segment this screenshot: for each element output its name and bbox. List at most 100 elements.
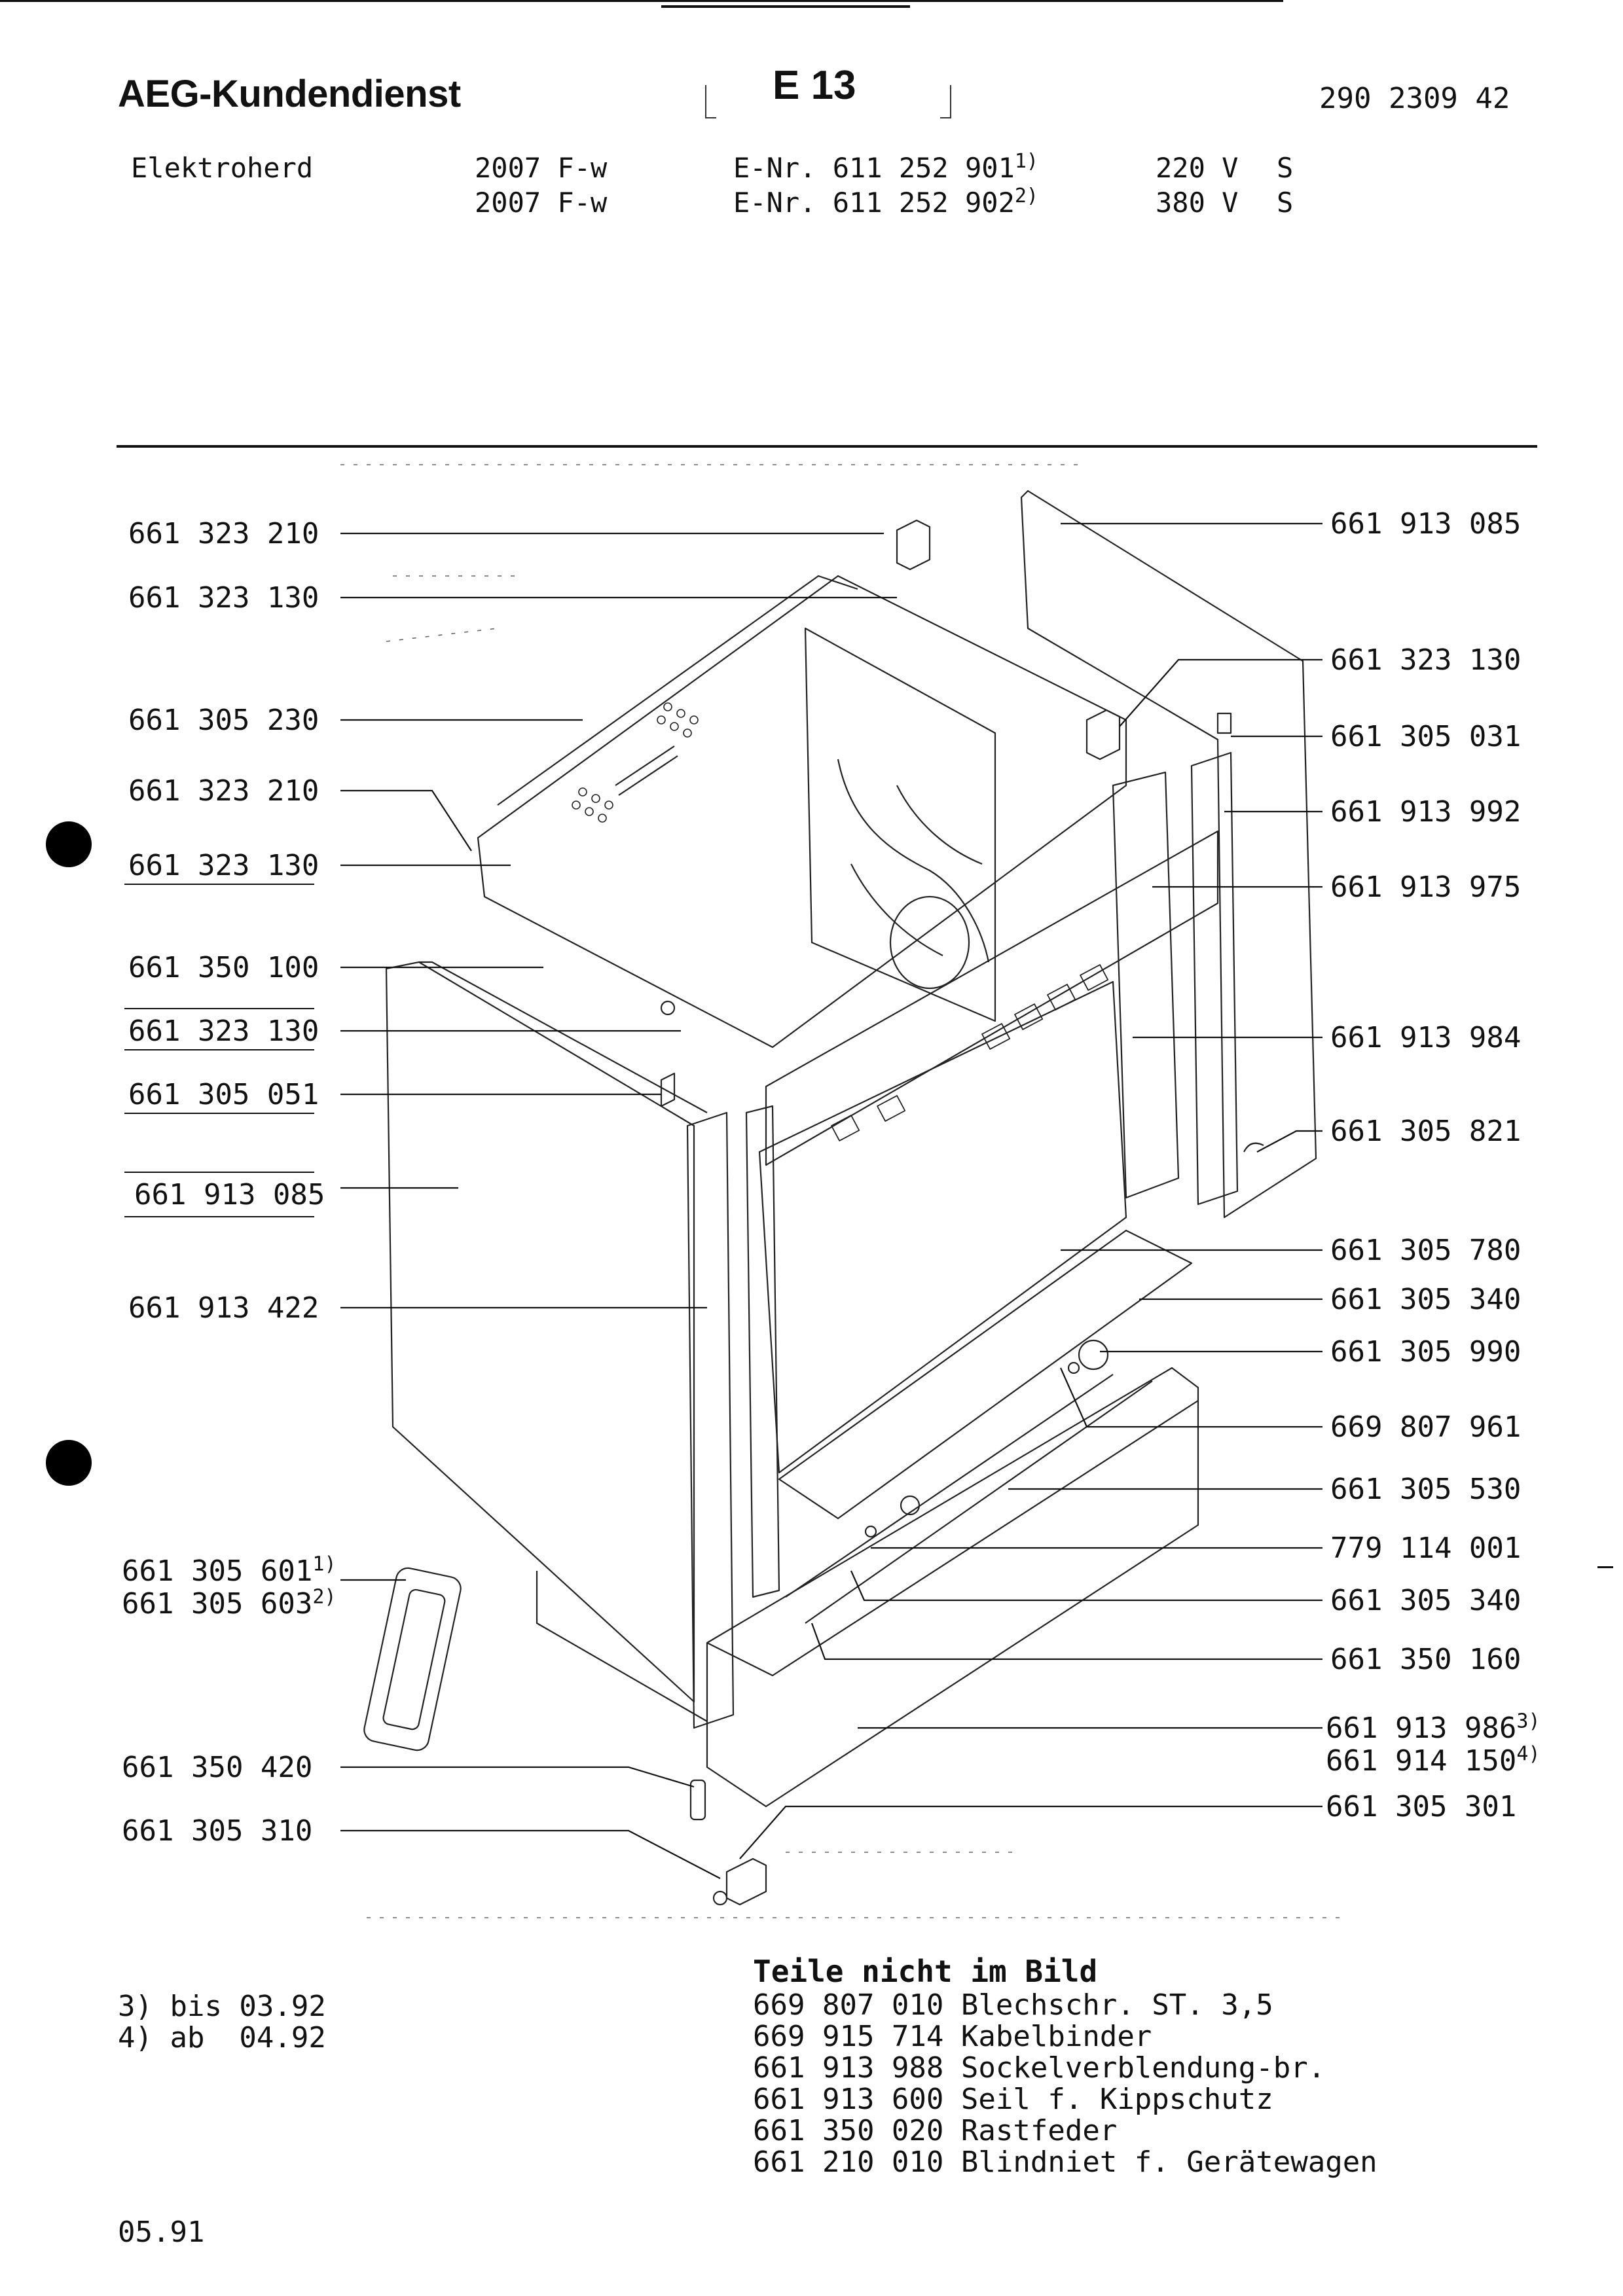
product-row-1-model: 2007 F-w xyxy=(475,152,608,184)
callout-left-12-note: 2) xyxy=(312,1585,337,1609)
callout-right-10: 661 305 990 xyxy=(1330,1335,1522,1369)
leader-r2 xyxy=(1120,660,1322,726)
leader-r11 xyxy=(1061,1368,1322,1427)
callout-right-6: 661 913 984 xyxy=(1330,1021,1522,1054)
note-2: 2) xyxy=(1014,185,1038,207)
callout-right-12: 661 305 530 xyxy=(1330,1473,1522,1506)
callout-left-6: 661 350 100 xyxy=(128,951,319,984)
product-row-1-enr: E-Nr. 611 252 9011) xyxy=(733,150,1038,185)
parts-not-shown-list: 669 807 010 Blechschr. ST. 3,5 669 915 7… xyxy=(753,1990,1377,2178)
callout-left-5-underline xyxy=(124,884,314,885)
callout-left-7-underline xyxy=(124,1049,314,1050)
punch-hole-1 xyxy=(46,821,92,867)
callout-left-13: 661 350 420 xyxy=(122,1751,313,1784)
part-number: 661 913 600 xyxy=(753,2083,944,2116)
leader-r17 xyxy=(740,1806,1322,1859)
callout-left-9-underline xyxy=(124,1216,314,1217)
vent-grille xyxy=(362,1566,463,1753)
leader-r15 xyxy=(812,1623,1322,1659)
back-panel-outline xyxy=(1021,491,1316,1217)
callout-right-16-note: 3) xyxy=(1516,1710,1541,1733)
callout-right-8: 661 305 780 xyxy=(1330,1234,1522,1267)
callout-left-12: 661 305 6032) xyxy=(122,1587,337,1621)
callout-right-14: 661 305 340 xyxy=(1330,1584,1522,1617)
leader-r7 xyxy=(1257,1131,1322,1152)
footnote-3: 3) bis 03.92 xyxy=(118,1990,326,2023)
list-item: 661 913 600 Seil f. Kippschutz xyxy=(753,2084,1377,2115)
product-name: Elektroherd xyxy=(131,152,314,184)
product-row-1-suffix: S xyxy=(1277,152,1294,184)
part-desc: Blindniet f. Gerätewagen xyxy=(960,2145,1377,2179)
part-desc: Blechschr. ST. 3,5 xyxy=(960,1988,1273,2022)
list-item: 661 913 988 Sockelverblendung-br. xyxy=(753,2053,1377,2084)
callout-left-1: 661 323 210 xyxy=(128,517,319,550)
callout-left-8: 661 305 051 xyxy=(128,1078,319,1111)
section-code: E 13 xyxy=(773,63,856,108)
part-number: 661 913 988 xyxy=(753,2051,944,2085)
callout-right-17-note: 4) xyxy=(1516,1742,1541,1766)
callout-left-7: 661 323 130 xyxy=(128,1014,319,1048)
callout-left-3: 661 305 230 xyxy=(128,704,319,737)
callout-left-11-text: 661 305 601 xyxy=(122,1554,313,1588)
parts-not-shown-title: Teile nicht im Bild xyxy=(753,1954,1098,1989)
callout-left-7-overline xyxy=(124,1008,314,1009)
callout-left-4: 661 323 210 xyxy=(128,774,319,808)
part-number: 669 807 010 xyxy=(753,1988,944,2022)
callout-left-12-text: 661 305 603 xyxy=(122,1587,313,1621)
footnote-4: 4) ab 04.92 xyxy=(118,2021,326,2054)
top-rule xyxy=(0,0,1283,2)
oven-floor xyxy=(779,1230,1192,1518)
top-frame xyxy=(478,576,1126,1047)
callout-right-1: 661 913 085 xyxy=(1330,507,1522,541)
front-left-post xyxy=(687,1113,733,1728)
callout-right-16-text: 661 913 986 xyxy=(1326,1712,1517,1745)
list-item: 669 807 010 Blechschr. ST. 3,5 xyxy=(753,1990,1377,2021)
inner-back-wall xyxy=(805,628,995,1021)
callout-right-11: 669 807 961 xyxy=(1330,1410,1522,1444)
callout-left-9: 661 913 085 xyxy=(134,1178,325,1211)
leader-l12 xyxy=(340,1767,694,1787)
note-1: 1) xyxy=(1014,150,1038,173)
callout-right-5: 661 913 975 xyxy=(1330,870,1522,904)
callout-right-4: 661 913 992 xyxy=(1330,795,1522,829)
callout-left-5: 661 323 130 xyxy=(128,849,319,882)
callout-right-13: 779 114 001 xyxy=(1330,1532,1522,1565)
callout-right-2: 661 323 130 xyxy=(1330,643,1522,677)
base-plinth xyxy=(707,1368,1198,1806)
callout-left-2: 661 323 130 xyxy=(128,581,319,615)
list-item: 661 210 010 Blindniet f. Gerätewagen xyxy=(753,2147,1377,2178)
callout-right-3: 661 305 031 xyxy=(1330,720,1522,753)
product-row-2-suffix: S xyxy=(1277,187,1294,219)
part-desc: Kabelbinder xyxy=(960,2020,1152,2053)
doc-number: 290 2309 42 xyxy=(1319,82,1510,115)
issue-date: 05.91 xyxy=(118,2215,205,2249)
top-rule-accent xyxy=(661,5,910,8)
callout-left-11-note: 1) xyxy=(312,1552,337,1576)
callout-right-18: 661 305 301 xyxy=(1326,1790,1517,1823)
part-desc: Rastfeder xyxy=(960,2114,1118,2147)
part-desc: Sockelverblendung-br. xyxy=(960,2051,1326,2085)
margin-tick xyxy=(1597,1566,1613,1568)
callout-right-16: 661 913 9863) xyxy=(1326,1712,1541,1745)
brand-title: AEG-Kundendienst xyxy=(118,73,461,115)
callout-left-14: 661 305 310 xyxy=(122,1814,313,1848)
callout-right-7: 661 305 821 xyxy=(1330,1115,1522,1148)
callout-right-17: 661 914 1504) xyxy=(1326,1744,1541,1778)
enr-1: E-Nr. 611 252 901 xyxy=(733,152,1015,184)
callout-right-15: 661 350 160 xyxy=(1330,1643,1522,1676)
callout-right-9: 661 305 340 xyxy=(1330,1283,1522,1316)
callout-left-11: 661 305 6011) xyxy=(122,1554,337,1588)
leader-l4 xyxy=(340,791,471,851)
control-panel xyxy=(766,831,1218,1165)
punch-hole-2 xyxy=(46,1440,92,1486)
callout-left-9-overline xyxy=(124,1172,314,1173)
callout-left-8-underline xyxy=(124,1113,314,1114)
callout-right-17-text: 661 914 150 xyxy=(1326,1744,1517,1778)
product-row-2-model: 2007 F-w xyxy=(475,187,608,219)
product-row-1-voltage: 220 V xyxy=(1156,152,1239,184)
leader-l13 xyxy=(340,1831,720,1878)
part-desc: Seil f. Kippschutz xyxy=(960,2083,1273,2116)
list-item: 669 915 714 Kabelbinder xyxy=(753,2021,1377,2053)
product-row-2-enr: E-Nr. 611 252 9022) xyxy=(733,187,1038,219)
code-brackets xyxy=(701,72,962,124)
